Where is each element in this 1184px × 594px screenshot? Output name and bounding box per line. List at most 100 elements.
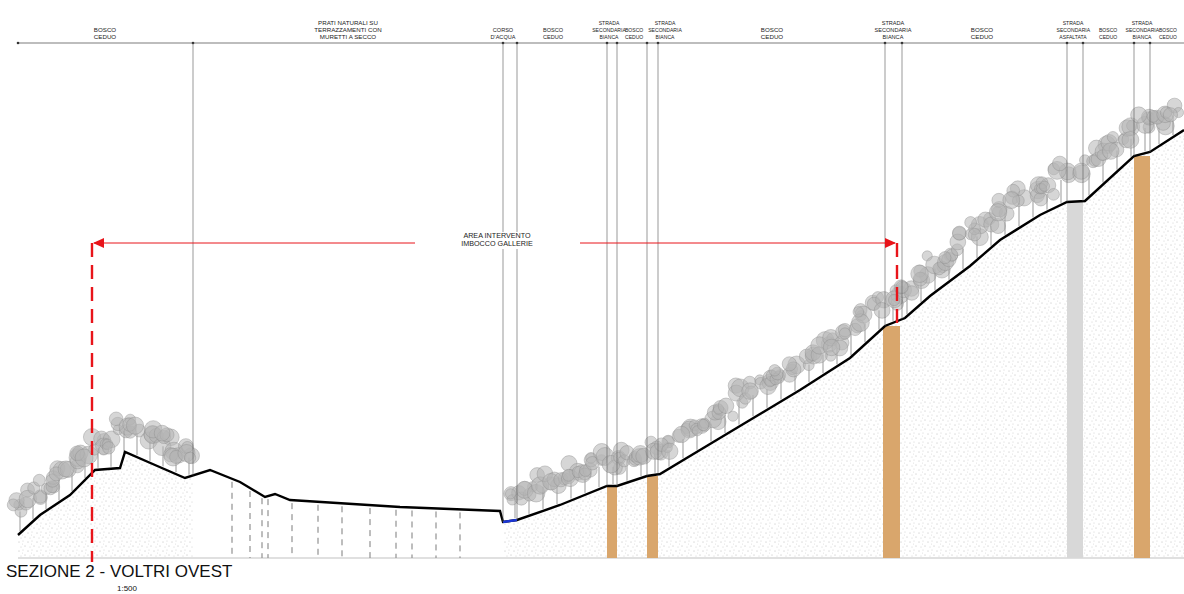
- intervention-limit: [896, 243, 898, 326]
- tree-crown: [953, 227, 967, 241]
- road-column: [1134, 156, 1150, 558]
- land-use-label: BOSCO CEDUO: [542, 26, 564, 40]
- tree-crown: [697, 419, 708, 430]
- road-column: [647, 476, 658, 558]
- tree-crown: [968, 228, 981, 241]
- boundary-line: [503, 43, 504, 522]
- boundary-line: [658, 43, 659, 474]
- tree-crown: [989, 204, 1006, 221]
- meadow-ground: [193, 470, 503, 558]
- boundary-line: [885, 43, 886, 326]
- land-use-label: STRADA SECONDARIA ASFALTATA: [1057, 19, 1090, 40]
- terrace-wall: [460, 512, 461, 558]
- tree-crown: [673, 426, 689, 442]
- tree-crown: [718, 398, 734, 414]
- terrace-wall: [412, 510, 413, 558]
- terrace-wall: [250, 491, 251, 558]
- boundary-line: [1067, 43, 1068, 202]
- tree-crown: [1073, 163, 1089, 179]
- tree-trunk: [725, 415, 726, 433]
- tree-crown: [952, 226, 966, 240]
- dimension-line: [94, 243, 415, 244]
- land-use-label: CORSO D'ACQUA: [490, 26, 517, 40]
- land-use-label: BOSCO CEDUO: [760, 26, 784, 40]
- tree-crown: [1039, 181, 1049, 191]
- terrace-wall: [436, 511, 437, 558]
- land-use-label: BOSCO CEDUO: [625, 26, 643, 40]
- paved-road-column: [1067, 202, 1083, 558]
- tree-crown: [939, 252, 951, 264]
- tree-crown: [853, 307, 864, 318]
- boundary-line: [1134, 43, 1135, 156]
- arrow-head: [885, 238, 896, 248]
- boundary-line: [1150, 43, 1151, 152]
- land-use-label: STRADA SECONDARIA BIANCA: [592, 19, 626, 40]
- tree-trunk: [599, 467, 600, 488]
- tree-crown: [1048, 188, 1060, 200]
- tree-crown: [769, 365, 780, 376]
- tree-crown: [965, 217, 977, 229]
- tree-crown: [823, 339, 840, 356]
- terrace-wall: [370, 508, 371, 558]
- tree-crown: [505, 489, 515, 499]
- land-use-label: BOSCO CEDUO: [90, 26, 120, 40]
- tree-crown: [126, 417, 143, 434]
- land-use-label: BOSCO CEDUO: [1158, 26, 1177, 40]
- tree-trunk: [907, 297, 908, 314]
- tree-crown: [1034, 192, 1048, 206]
- boundary-line: [193, 43, 194, 475]
- boundary-line: [607, 43, 608, 486]
- tree-crown: [911, 265, 929, 283]
- tree-crown: [1131, 107, 1147, 123]
- terrace-wall: [396, 510, 397, 558]
- terrace-wall: [262, 498, 263, 558]
- tree-trunk: [851, 334, 852, 355]
- tree-crown: [662, 443, 678, 459]
- boundary-line: [1083, 43, 1084, 201]
- tree-trunk: [1061, 180, 1062, 203]
- road-column: [883, 326, 900, 558]
- tree-crown: [1122, 131, 1139, 148]
- tree-crown: [1163, 108, 1177, 122]
- tree-crown: [103, 442, 115, 454]
- tree-crown: [1003, 192, 1020, 209]
- intervention-limit: [91, 243, 93, 562]
- boundary-line: [647, 43, 648, 476]
- terrace-wall: [318, 505, 319, 558]
- tick-dot: [17, 42, 20, 45]
- boundary-line: [902, 43, 903, 319]
- tree-crown: [1053, 156, 1068, 171]
- base-line: [18, 558, 1184, 559]
- road-column: [607, 486, 617, 558]
- terrace-wall: [292, 503, 293, 558]
- scale-label: 1:500: [117, 584, 137, 593]
- tree-crown: [874, 302, 890, 318]
- tree-crown: [839, 328, 850, 339]
- land-use-label: STRADA SECONDARIA BIANCA: [874, 19, 912, 40]
- tree-crown: [184, 452, 195, 463]
- boundary-line: [617, 43, 618, 486]
- terrace-wall: [342, 506, 343, 558]
- land-use-label: BOSCO CEDUO: [1099, 26, 1117, 40]
- tree-crown: [782, 357, 796, 371]
- arrow-head: [93, 238, 104, 248]
- boundary-line: [517, 43, 518, 520]
- section-title: SEZIONE 2 - VOLTRI OVEST: [6, 562, 232, 581]
- terrace-wall: [268, 499, 269, 558]
- watercourse: [503, 520, 517, 522]
- terrace-wall: [232, 482, 233, 558]
- land-use-label: STRADA SECONDARIA BIANCA: [1126, 19, 1159, 40]
- land-use-label: PRATI NATURALI SU TERRAZZAMENTI CON MURE…: [308, 19, 388, 40]
- tree-crown: [154, 425, 170, 441]
- tree-crown: [1107, 131, 1118, 142]
- land-use-label: STRADA SECONDARIA BIANCA: [648, 19, 682, 40]
- land-use-label: BOSCO CEDUO: [970, 26, 994, 40]
- tree-crown: [33, 474, 45, 486]
- tree-trunk: [1047, 194, 1048, 210]
- intervention-label: AREA INTERVENTO IMBOCCO GALLERIE: [450, 232, 544, 249]
- tree-trunk: [46, 492, 47, 509]
- tree-crown: [7, 499, 19, 511]
- tree-crown: [1102, 143, 1119, 160]
